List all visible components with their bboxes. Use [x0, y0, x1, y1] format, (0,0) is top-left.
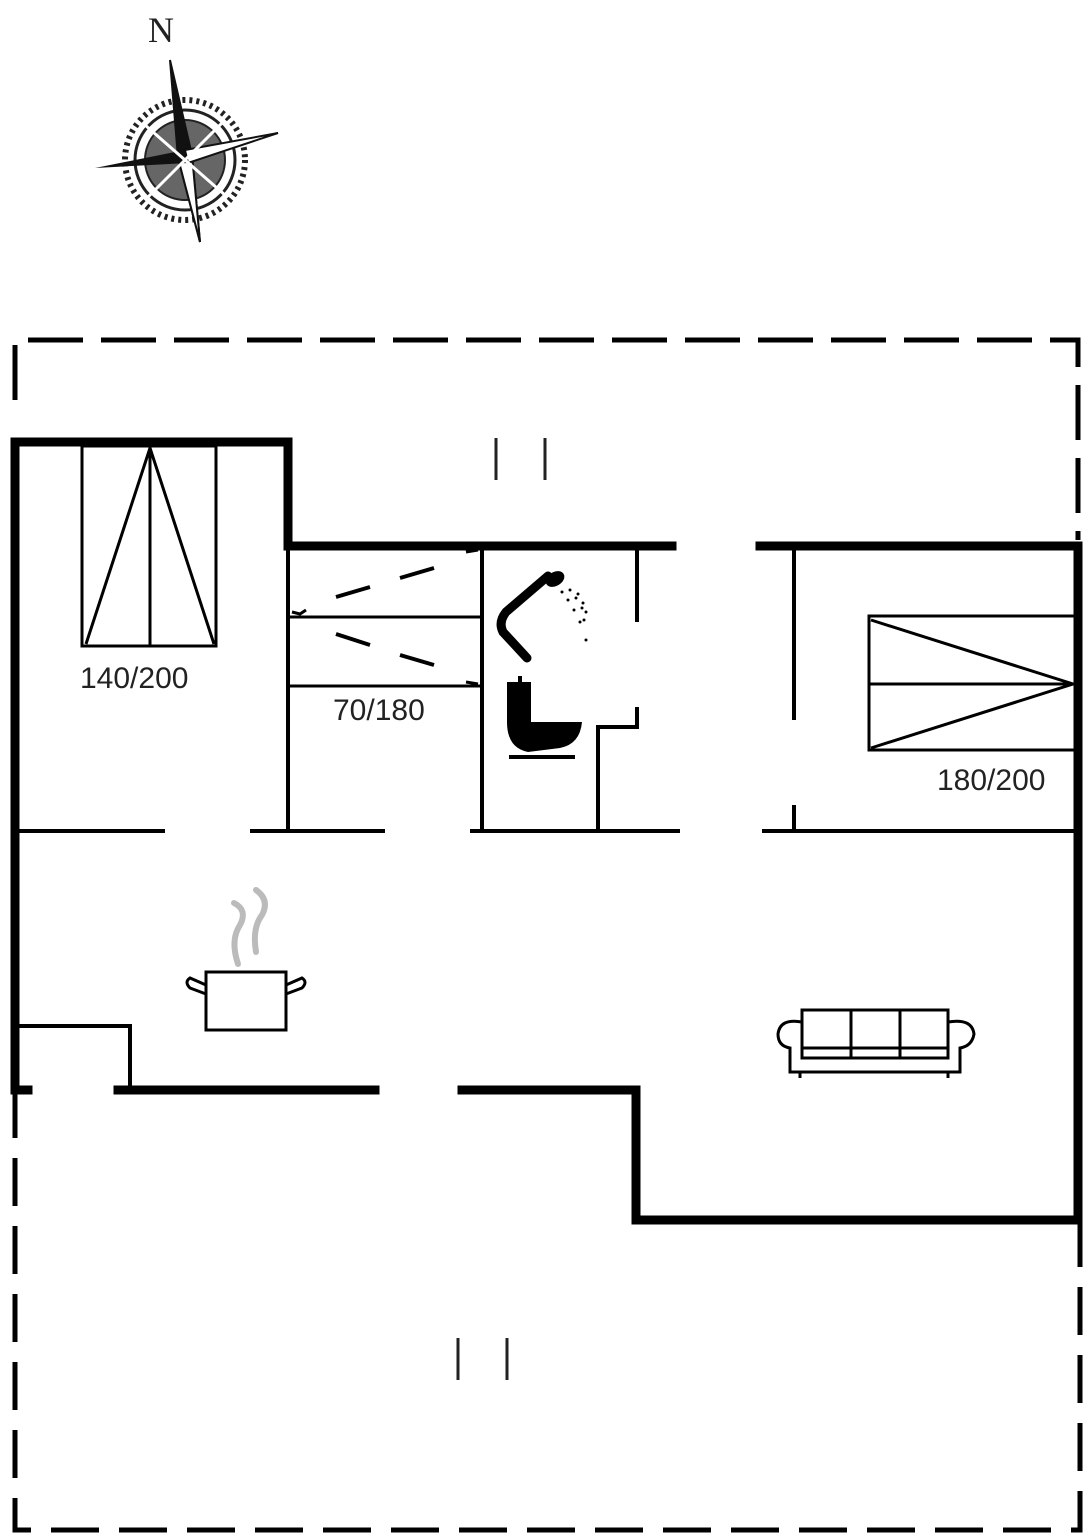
exterior-walls: [10, 437, 1083, 1225]
compass-rose-icon: N: [95, 10, 279, 243]
shower-icon: [496, 571, 588, 663]
double-bed-icon: [80, 443, 218, 648]
north-label: N: [148, 10, 174, 50]
sofa-icon: [776, 1008, 976, 1078]
bed-size-label-bedroom-2: 70/180: [333, 694, 425, 727]
south-terrace-marker: [456, 1338, 509, 1380]
bunk-bed-icon: [290, 548, 480, 688]
toilet-icon: [507, 676, 582, 759]
bed-size-label-bedroom-1: 140/200: [80, 662, 188, 695]
interior-walls: [15, 546, 1078, 1090]
terrace-outline: [12, 337, 1083, 1533]
north-terrace-marker: [494, 438, 547, 480]
bed-size-label-bedroom-3: 180/200: [937, 764, 1045, 797]
cooking-pot-icon: [185, 887, 307, 1032]
double-bed-icon-bedroom-3: [867, 614, 1078, 752]
